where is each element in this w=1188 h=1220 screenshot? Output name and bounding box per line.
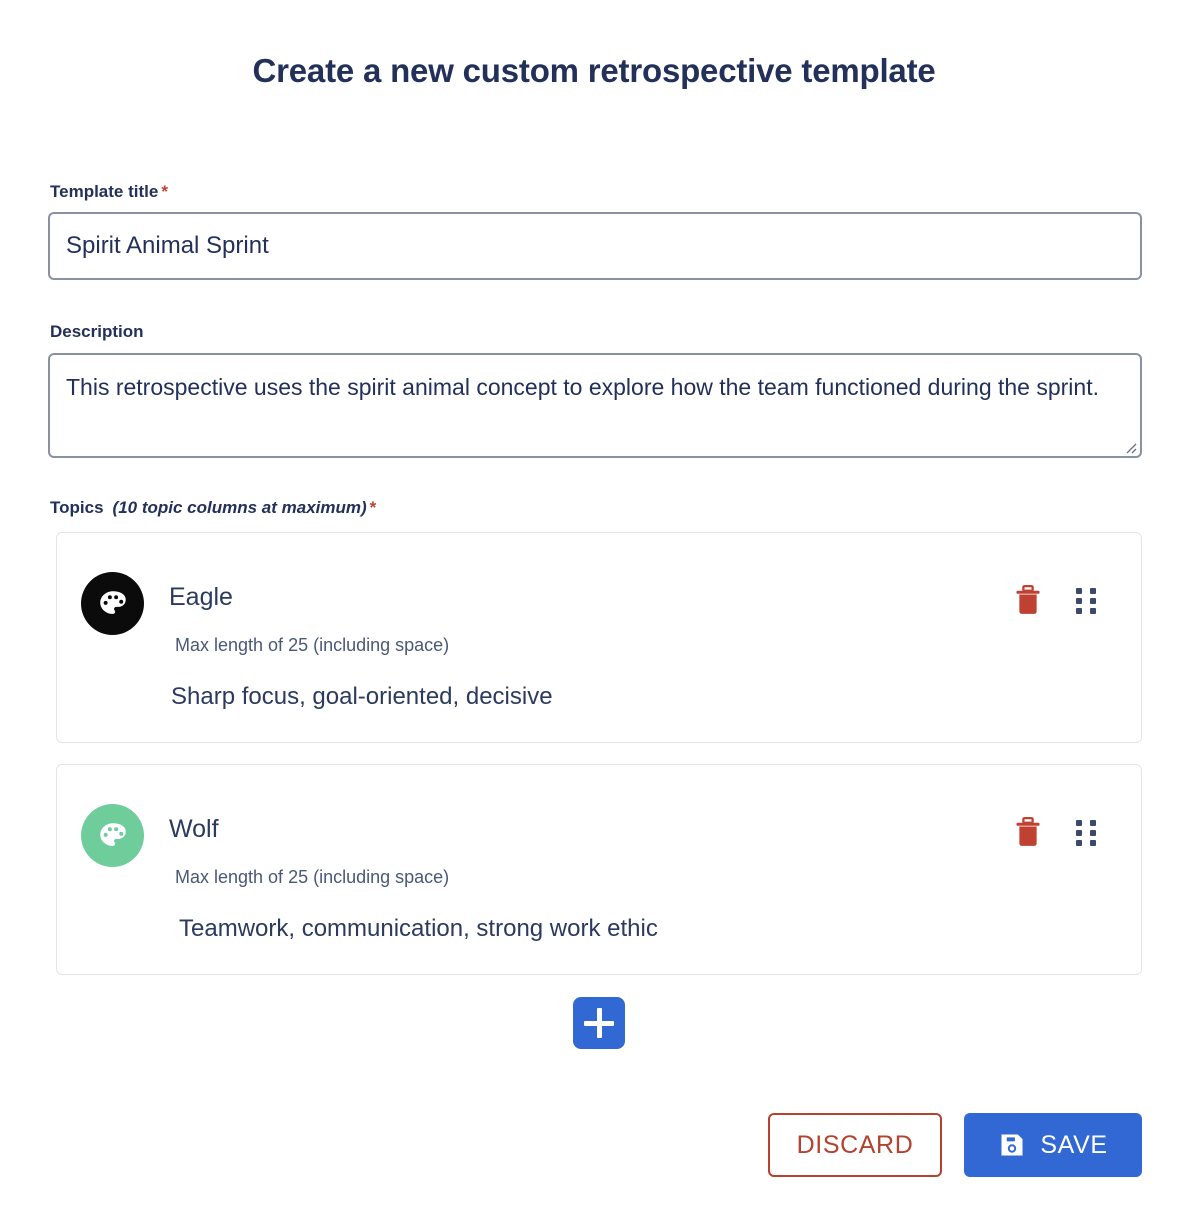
discard-button[interactable]: DISCARD [768,1113,942,1177]
add-topic-button[interactable] [573,997,625,1050]
palette-icon [81,804,144,868]
description-label-text: Description [50,322,144,342]
topics-note: (10 topic columns at maximum) [112,497,367,517]
plus-icon-vertical [596,1008,602,1039]
save-button[interactable]: SAVE [964,1113,1142,1177]
topic-max-length-hint: Max length of 25 (including space) [175,635,450,656]
topics-label-text: Topics [50,497,104,517]
template-title-input[interactable] [48,212,1142,281]
template-title-label: Template title* [50,182,1142,202]
topic-description[interactable]: Teamwork, communication, strong work eth… [179,915,658,943]
save-button-label: SAVE [1040,1130,1108,1159]
footer-actions: DISCARD SAVE [768,1113,1142,1177]
topic-max-length-hint: Max length of 25 (including space) [175,867,450,888]
topic-name[interactable]: Wolf [169,815,219,844]
drag-handle-icon[interactable] [1075,588,1097,615]
description-label: Description [50,322,1142,342]
topic-name[interactable]: Eagle [169,583,233,612]
description-textarea[interactable] [48,352,1142,458]
topics-required-asterisk: * [369,497,377,517]
floppy-disk-save-icon [1001,1134,1023,1156]
topic-card: Wolf Max length of 25 (including space) … [56,764,1142,976]
topics-label: Topics (10 topic columns at maximum)* [50,498,1142,518]
spacer [48,280,1142,322]
trash-icon[interactable] [1014,817,1042,847]
trash-icon[interactable] [1014,585,1042,615]
page-title: Create a new custom retrospective templa… [252,52,936,89]
template-form: Template title* Description Topics(10 to… [48,182,1142,1050]
palette-icon [81,572,144,636]
topic-card: Eagle Max length of 25 (including space)… [56,532,1142,744]
template-title-label-text: Template title [50,182,159,201]
drag-handle-icon[interactable] [1075,820,1097,847]
description-wrapper [48,352,1142,458]
required-asterisk: * [161,182,168,201]
add-topic-row [56,997,1142,1050]
topic-description[interactable]: Sharp focus, goal-oriented, decisive [171,683,553,711]
